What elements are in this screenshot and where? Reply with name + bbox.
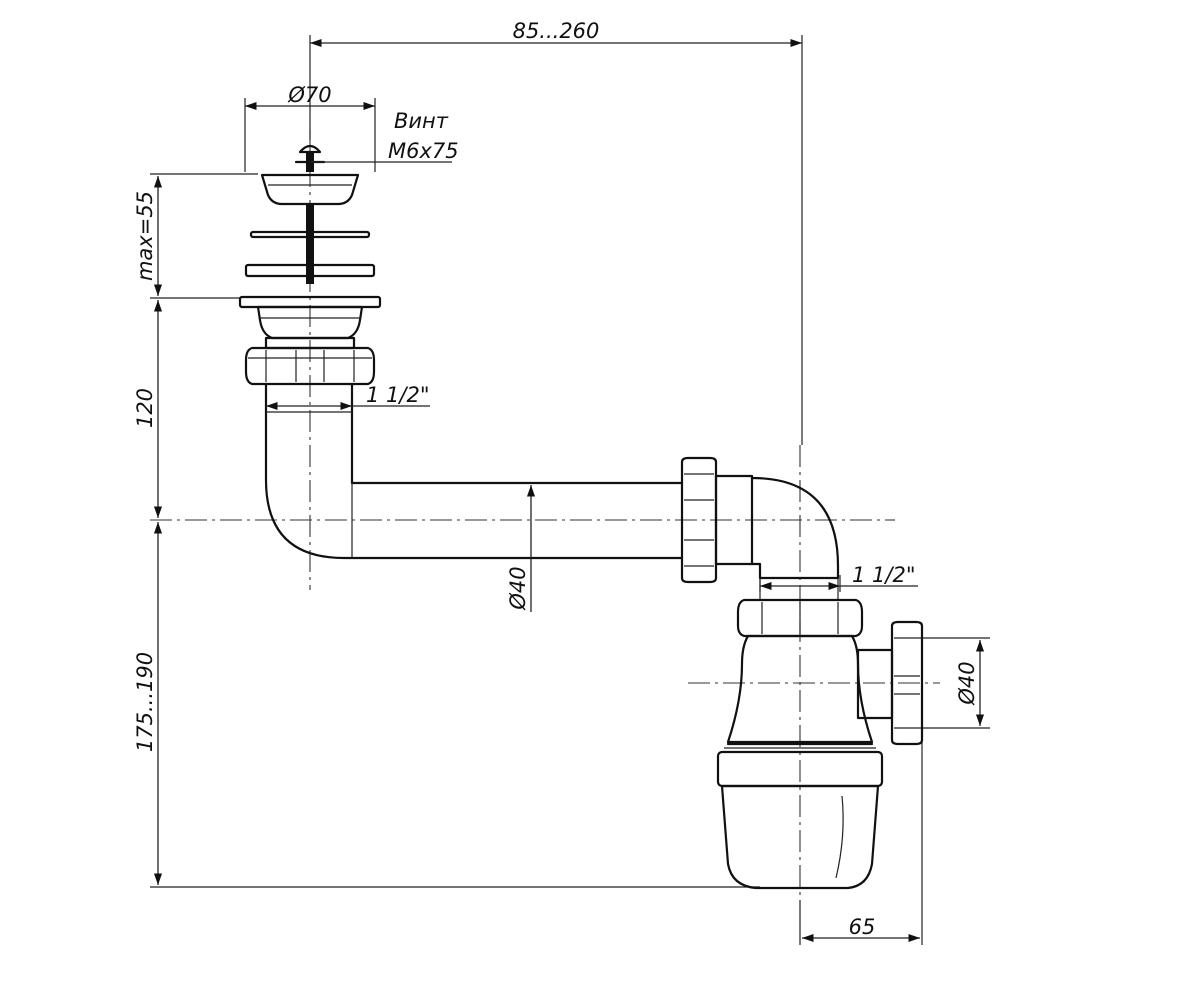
center-lines bbox=[150, 130, 940, 900]
trap-top-nut bbox=[736, 598, 864, 638]
dim-height-outlet: 120 bbox=[133, 388, 157, 428]
dim-outlet-diameter: Ø40 bbox=[955, 661, 979, 705]
dim-horizontal-top: 85...260 bbox=[513, 19, 600, 43]
upper-elbow bbox=[750, 476, 840, 580]
strainer-cap bbox=[260, 173, 360, 206]
trap-cup bbox=[720, 784, 880, 890]
dim-height-trap: 175...190 bbox=[133, 652, 157, 752]
dim-thread-lower: 1 1/2" bbox=[852, 563, 916, 587]
screw-rod bbox=[306, 204, 314, 284]
union-nut-horizontal bbox=[680, 456, 718, 584]
extension-lines bbox=[150, 35, 990, 945]
dim-strainer-diameter: Ø70 bbox=[287, 83, 331, 107]
dim-height-max: max=55 bbox=[133, 191, 157, 281]
horizontal-union bbox=[680, 456, 840, 600]
washer-2 bbox=[244, 263, 376, 278]
screw-head bbox=[298, 144, 322, 154]
bottle-trap bbox=[716, 598, 924, 890]
drain-pipe bbox=[264, 382, 684, 612]
dim-pipe-diameter: Ø40 bbox=[506, 566, 530, 610]
side-outlet-nut bbox=[890, 620, 924, 746]
screw-size: M6x75 bbox=[388, 139, 459, 163]
screw-label: Винт bbox=[394, 109, 449, 133]
dimension-lines bbox=[153, 38, 985, 943]
elbow-outer bbox=[264, 382, 684, 560]
washer-1 bbox=[249, 230, 371, 239]
dim-outlet-offset: 65 bbox=[849, 915, 876, 939]
dim-thread-upper: 1 1/2" bbox=[366, 383, 430, 407]
upper-nut bbox=[244, 346, 376, 386]
dimension-labels: 85...260 Ø70 Винт M6x75 1 1/2" 1 1/2" ma… bbox=[133, 19, 979, 939]
